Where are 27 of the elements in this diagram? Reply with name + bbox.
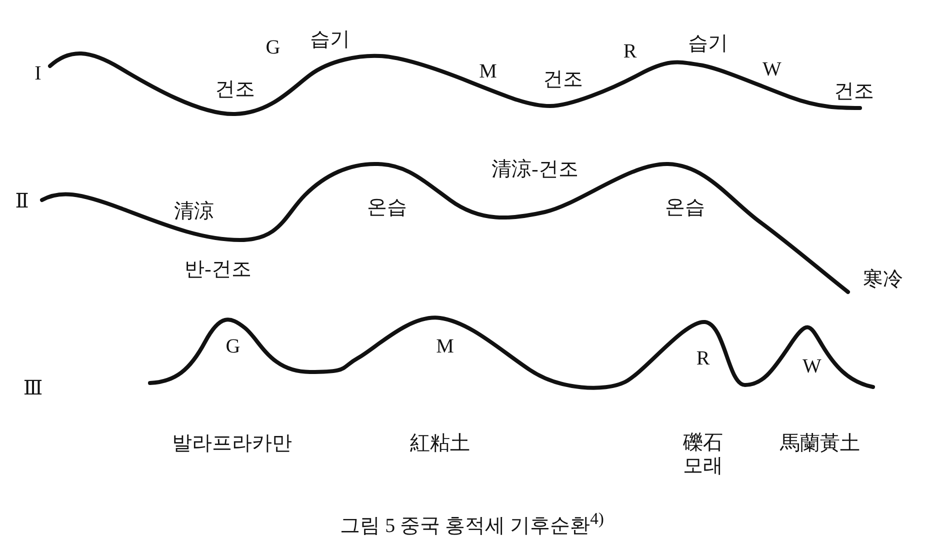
climate-label: 清涼 xyxy=(174,200,214,224)
row-numeral: Ⅱ xyxy=(15,190,29,214)
deposit-label: 馬蘭黃土 xyxy=(780,432,860,456)
stage-letter: G xyxy=(266,36,280,60)
row-numeral: I xyxy=(34,62,42,86)
climate-label: 건조 xyxy=(834,80,874,104)
climate-label: 온습 xyxy=(367,196,407,220)
deposit-label: 礫石 모래 xyxy=(682,432,724,478)
climate-label: 반-건조 xyxy=(184,258,252,282)
climate-label: 온습 xyxy=(665,196,705,220)
stage-letter: R xyxy=(696,348,710,370)
deposit-label: 발라프라카만 xyxy=(172,432,292,456)
climate-label: 清涼-건조 xyxy=(492,158,578,182)
climate-label: 습기 xyxy=(688,32,728,56)
climate-label: 건조 xyxy=(215,78,255,102)
climate-label: 습기 xyxy=(310,28,350,52)
stage-letter: R xyxy=(623,40,637,64)
stage-letter: M xyxy=(479,60,497,84)
row-numeral: Ⅲ xyxy=(23,378,43,400)
stage-letter: M xyxy=(436,336,454,358)
climate-label: 건조 xyxy=(543,68,583,92)
stage-letter: W xyxy=(802,356,822,378)
figure-caption: 그림 5 중국 홍적세 기후순환$^{4)}$ xyxy=(340,509,604,539)
stage-letter: G xyxy=(226,336,240,358)
climate-label: 寒冷 xyxy=(863,268,903,292)
stage-letter: W xyxy=(762,58,782,82)
deposit-label: 紅粘土 xyxy=(410,432,470,456)
